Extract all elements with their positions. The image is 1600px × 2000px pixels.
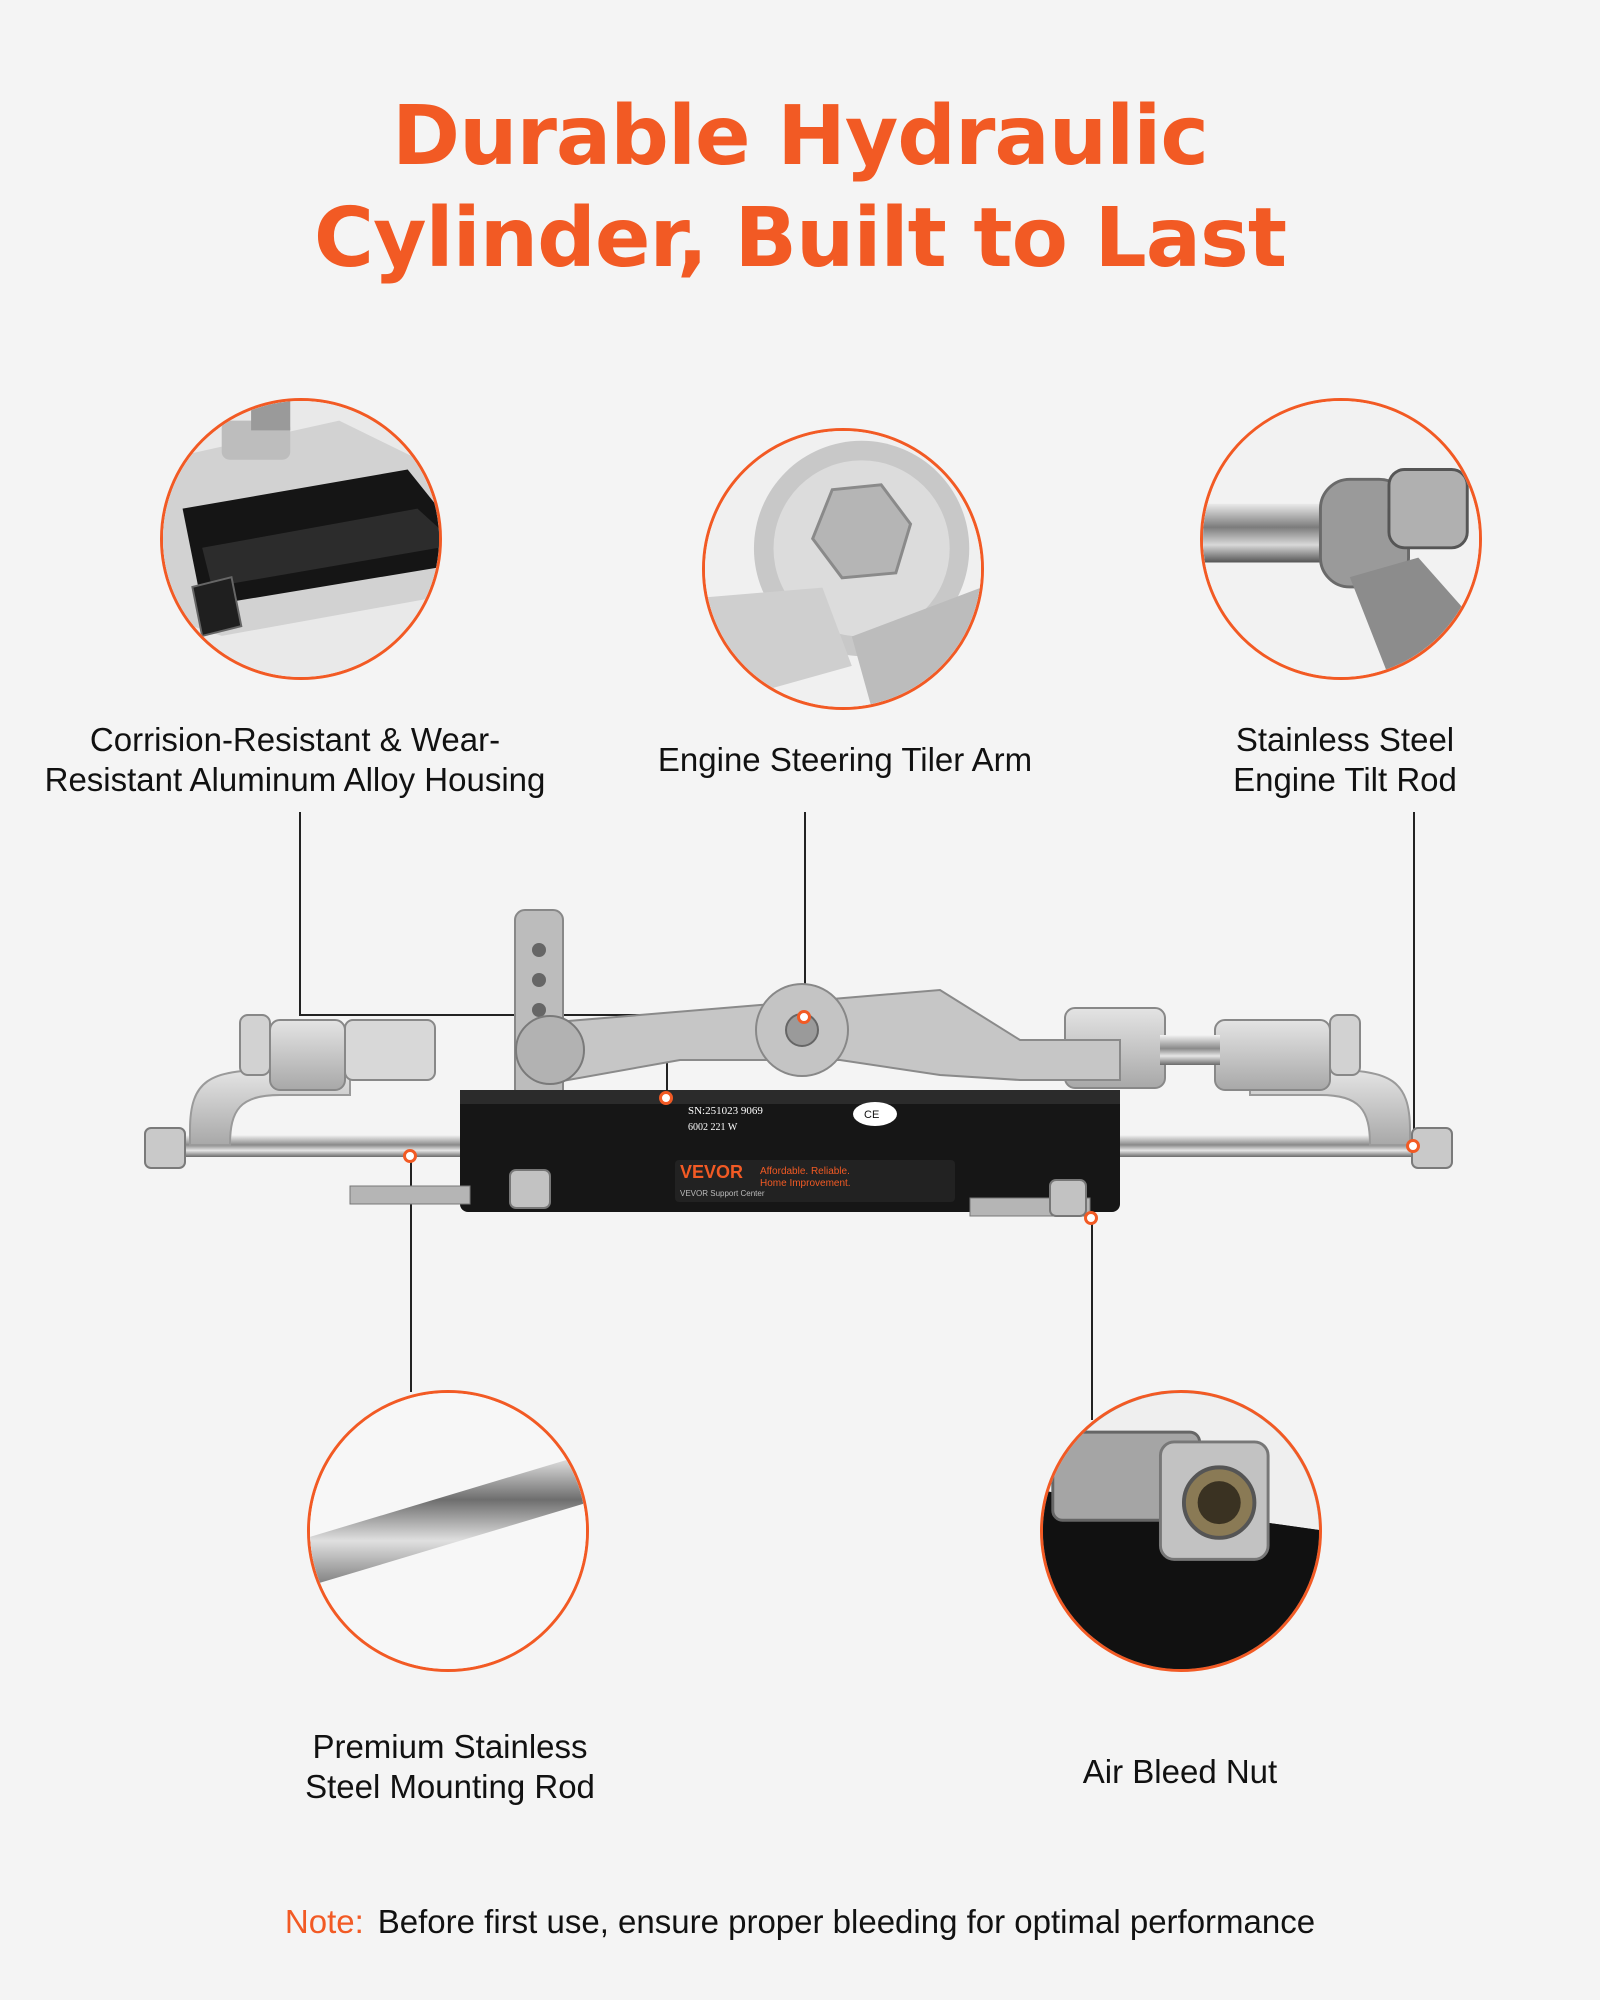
housing-detail-image [160,398,442,680]
brand-tagline-2: Home Improvement. [760,1178,851,1189]
tilt-rod-caption: Stainless Steel Engine Tilt Rod [1180,720,1510,800]
tilt-rod-detail-image [1200,398,1482,680]
mounting-rod-leader-line [410,1156,412,1392]
mounting-rod-marker [403,1149,417,1163]
bleed-nut-leader-line [1091,1218,1093,1420]
tilt-rod-caption-line-2: Engine Tilt Rod [1233,761,1457,798]
tilt-rod-marker [1406,1139,1420,1153]
tiller-arm-caption: Engine Steering Tiler Arm [620,740,1070,780]
housing-leader-line [299,812,301,1015]
title-line-1: Durable Hydraulic [392,89,1209,184]
bleed-nut-caption: Air Bleed Nut [1000,1752,1360,1792]
ce-mark: CE [864,1109,879,1121]
note-label: Note: [284,1903,364,1940]
tiller-arm-leader-line [804,812,806,1017]
mounting-rod-caption-line-1: Premium Stainless [312,1728,588,1765]
tilt-rod-leader-line [1413,812,1415,1146]
brand-logo: VEVOR [680,1162,743,1182]
bleed-nut-caption-line-1: Air Bleed Nut [1082,1753,1278,1790]
housing-caption-line-2: Resistant Aluminum Alloy Housing [44,761,546,798]
tiller-arm-caption-line-1: Engine Steering Tiler Arm [657,741,1033,778]
title-line-2: Cylinder, Built to Last [313,191,1287,286]
mounting-rod-caption: Premium Stainless Steel Mounting Rod [250,1727,650,1807]
note-text: Before first use, ensure proper bleeding… [377,1903,1316,1940]
brand-tagline-1: Affordable. Reliable. [760,1166,850,1177]
housing-caption-line-1: Corrision-Resistant & Wear- [89,721,501,758]
housing-caption: Corrision-Resistant & Wear- Resistant Al… [10,720,580,800]
hydraulic-cylinder-image: VEVOR Affordable. Reliable. Home Improve… [120,880,1480,1240]
housing-leader-line-h [299,1014,667,1016]
product-code-label: 6002 221 W [688,1122,738,1133]
bleeding-note: Note: Before first use, ensure proper ble… [0,1900,1600,1944]
tiller-arm-detail-image [702,428,984,710]
mounting-rod-caption-line-2: Steel Mounting Rod [305,1768,595,1805]
tilt-rod-caption-line-1: Stainless Steel [1235,721,1455,758]
tiller-arm-marker [797,1010,811,1024]
support-center-label: VEVOR Support Center [680,1189,765,1198]
bleed-nut-marker [1084,1211,1098,1225]
housing-marker [659,1091,673,1105]
serial-number-label: SN:251023 9069 [688,1105,763,1117]
bleed-nut-detail-image [1040,1390,1322,1672]
mounting-rod-detail-image [307,1390,589,1672]
page-title: Durable Hydraulic Cylinder, Built to Las… [0,86,1600,290]
